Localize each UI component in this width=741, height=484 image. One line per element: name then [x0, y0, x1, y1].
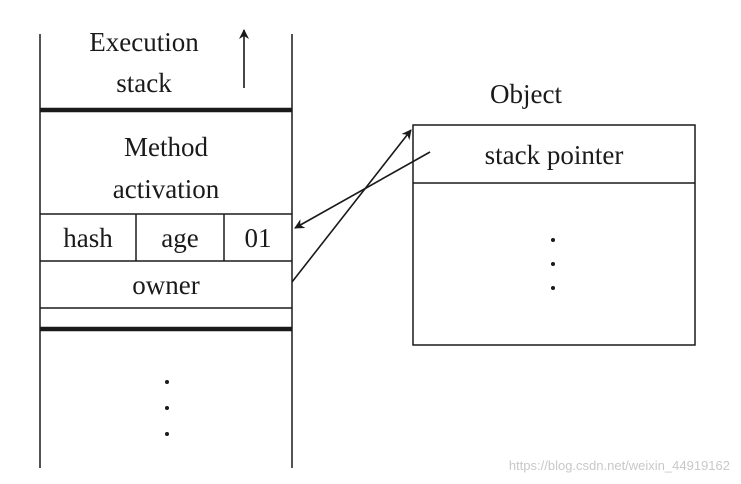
field-hash: hash	[63, 223, 113, 253]
object-title: Object	[490, 79, 562, 109]
method-activation-line1: Method	[124, 132, 208, 162]
field-age: age	[161, 223, 198, 253]
stack-continuation-dots	[165, 380, 169, 436]
object-box	[412, 124, 696, 346]
field-stack-pointer: stack pointer	[485, 140, 624, 170]
field-owner: owner	[132, 270, 199, 300]
lock-record: hash age 01 owner	[40, 213, 292, 309]
object-continuation-dots	[551, 238, 555, 290]
stack-title-line2: stack	[116, 68, 172, 98]
owner-to-object-arrow	[291, 129, 412, 283]
watermark: https://blog.csdn.net/weixin_44919162	[509, 458, 730, 473]
stack-title-line1: Execution	[89, 27, 199, 57]
stack-pointer-to-lock-record-arrow	[294, 151, 431, 229]
execution-stack: Execution stack Method activation hash a…	[39, 27, 293, 468]
method-activation-line2: activation	[113, 174, 220, 204]
object: Object stack pointer	[412, 79, 696, 346]
field-lock-bits: 01	[245, 223, 272, 253]
